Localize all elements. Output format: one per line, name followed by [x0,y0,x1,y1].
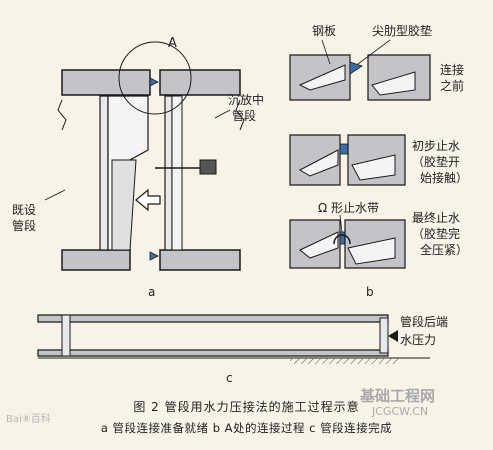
pressure-arrow-icon [388,330,398,342]
valve-icon [199,159,217,175]
baidu-watermark: Bai⑧百科 [6,414,51,425]
tube-c-top-wall [37,314,389,323]
detail-final-seal [289,219,406,269]
push-arrow-icon [135,188,161,212]
panel-b: 钢板 尖肋型胶垫 连接 之前 初步止水 （胶垫开 始接触） [289,23,468,299]
caption-subtitle: a 管段连接准备就绪 b A处的连接过程 c 管段连接完成 [100,421,393,435]
panel-c-label: c [226,371,233,385]
detail-before-connect [289,54,431,101]
gasket-label: 尖肋型胶垫 [372,23,432,38]
panel-a: A 沉放中 管段 既设 管段 a [12,36,268,299]
seabed [290,358,400,364]
tube-c-bottom-wall [37,349,389,357]
steel-plate-label: 钢板 [312,24,336,38]
gasket-top [149,77,159,87]
omega-band-label: Ω 形止水带 [318,201,379,215]
site-url-watermark: JCGCW.CN [372,405,429,418]
existing-tube-bulkhead [99,95,109,251]
existing-tube-label: 既设 管段 [12,203,40,233]
gasket-compressed-icon [339,231,346,245]
existing-tube-top-wall [61,69,151,96]
omega-band-icon [333,234,351,245]
tube-c-joint [61,314,71,357]
sunk-tube-bulkhead [164,95,173,251]
final-seal-label: 最终止水 （胶垫完 全压紧） [412,210,468,257]
initial-seal-label: 初步止水 （胶垫开 始接触） [412,139,468,185]
detail-circle-a [118,41,192,115]
gasket-contact-icon [339,143,349,155]
a-marker-label: A [168,36,177,51]
gasket-icon [349,61,363,75]
rear-pressure-label: 管段后端 水压力 [400,314,452,347]
sunk-tube-bottom-wall [159,249,241,271]
sunk-tube-top-wall [159,69,241,96]
caption-title: 图 2 管段用水力压接法的施工过程示意 [133,400,360,414]
panel-c: 管段后端 水压力 c [37,314,452,385]
site-watermark: 基础工程网 [360,387,436,405]
sunk-tube-label: 沉放中 管段 [228,92,268,123]
before-connect-label: 连接 之前 [440,62,468,93]
panel-a-label: a [148,285,155,299]
panel-b-label: b [366,285,374,299]
detail-initial-seal [289,134,406,186]
existing-tube-bottom-wall [61,249,131,271]
